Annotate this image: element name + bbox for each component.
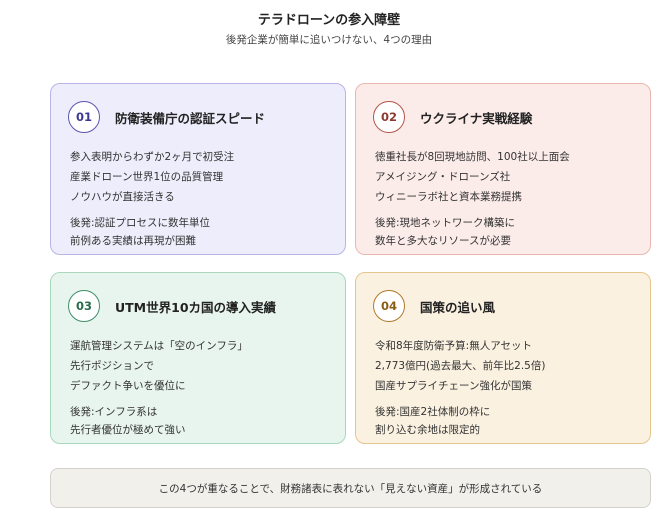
card-national-policy: 04 国策の追い風 令和8年度防衛予算:無人アセット 2,773億円(過去最大、… xyxy=(355,272,651,444)
card-note-line: 割り込む余地は限定的 xyxy=(375,424,480,436)
card-point: 運航管理システムは「空のインフラ」 xyxy=(70,340,248,352)
card-note-line: 後発:国産2社体制の枠に xyxy=(375,406,491,418)
card-note-line: 数年と多大なリソースが必要 xyxy=(375,235,511,247)
card-point: 参入表明からわずか2ヶ月で初受注 xyxy=(70,151,235,163)
card-latecomer-note: 後発:認証プロセスに数年単位 前例ある実績は再現が困難 xyxy=(70,214,210,250)
card-title: UTM世界10カ国の導入実績 xyxy=(115,300,277,315)
card-number-badge: 04 xyxy=(373,290,405,322)
card-note-line: 前例ある実績は再現が困難 xyxy=(70,235,196,247)
diagram-title: テラドローンの参入障壁 xyxy=(257,13,401,28)
card-point: 令和8年度防衛予算:無人アセット xyxy=(375,340,533,352)
card-points: 運航管理システムは「空のインフラ」 先行ポジションで デファクト争いを優位に xyxy=(70,336,248,396)
card-point: 徳重社長が8回現地訪問、100社以上面会 xyxy=(375,151,570,163)
card-points: 令和8年度防衛予算:無人アセット 2,773億円(過去最大、前年比2.5倍) 国… xyxy=(375,336,545,396)
card-point: 先行ポジションで xyxy=(70,360,154,372)
card-utm-deployments: 03 UTM世界10カ国の導入実績 運航管理システムは「空のインフラ」 先行ポジ… xyxy=(50,272,346,444)
card-latecomer-note: 後発:国産2社体制の枠に 割り込む余地は限定的 xyxy=(375,403,490,439)
card-points: 参入表明からわずか2ヶ月で初受注 産業ドローン世界1位の品質管理 ノウハウが直接… xyxy=(70,147,234,207)
card-certification-speed: 01 防衛装備庁の認証スピード 参入表明からわずか2ヶ月で初受注 産業ドローン世… xyxy=(50,83,346,255)
diagram-subtitle: 後発企業が簡単に追いつけない、4つの理由 xyxy=(225,34,433,46)
card-number-badge: 01 xyxy=(68,101,100,133)
card-note-line: 後発:現地ネットワーク構築に xyxy=(375,217,516,229)
card-point: アメイジング・ドローンズ社 xyxy=(375,171,511,183)
card-point: 2,773億円(過去最大、前年比2.5倍) xyxy=(375,360,546,372)
card-point: ウィニーラボ社と資本業務提携 xyxy=(375,191,522,203)
card-title: ウクライナ実戦経験 xyxy=(420,111,533,126)
card-number-badge: 03 xyxy=(68,290,100,322)
card-points: 徳重社長が8回現地訪問、100社以上面会 アメイジング・ドローンズ社 ウィニーラ… xyxy=(375,147,570,207)
card-title: 国策の追い風 xyxy=(420,300,496,315)
card-title: 防衛装備庁の認証スピード xyxy=(115,111,266,126)
card-point: 産業ドローン世界1位の品質管理 xyxy=(70,171,224,183)
card-latecomer-note: 後発:インフラ系は 先行者優位が極めて強い xyxy=(70,403,186,439)
card-note-line: 後発:認証プロセスに数年単位 xyxy=(70,217,211,229)
card-number-badge: 02 xyxy=(373,101,405,133)
card-note-line: 先行者優位が極めて強い xyxy=(70,424,186,436)
card-latecomer-note: 後発:現地ネットワーク構築に 数年と多大なリソースが必要 xyxy=(375,214,515,250)
card-point: 国産サプライチェーン強化が国策 xyxy=(375,380,532,392)
card-point: ノウハウが直接活きる xyxy=(70,191,175,203)
summary-banner: この4つが重なることで、財務諸表に表れない「見えない資産」が形成されている xyxy=(50,468,651,508)
card-ukraine-experience: 02 ウクライナ実戦経験 徳重社長が8回現地訪問、100社以上面会 アメイジング… xyxy=(355,83,651,255)
card-note-line: 後発:インフラ系は xyxy=(70,406,158,418)
card-point: デファクト争いを優位に xyxy=(70,380,186,392)
